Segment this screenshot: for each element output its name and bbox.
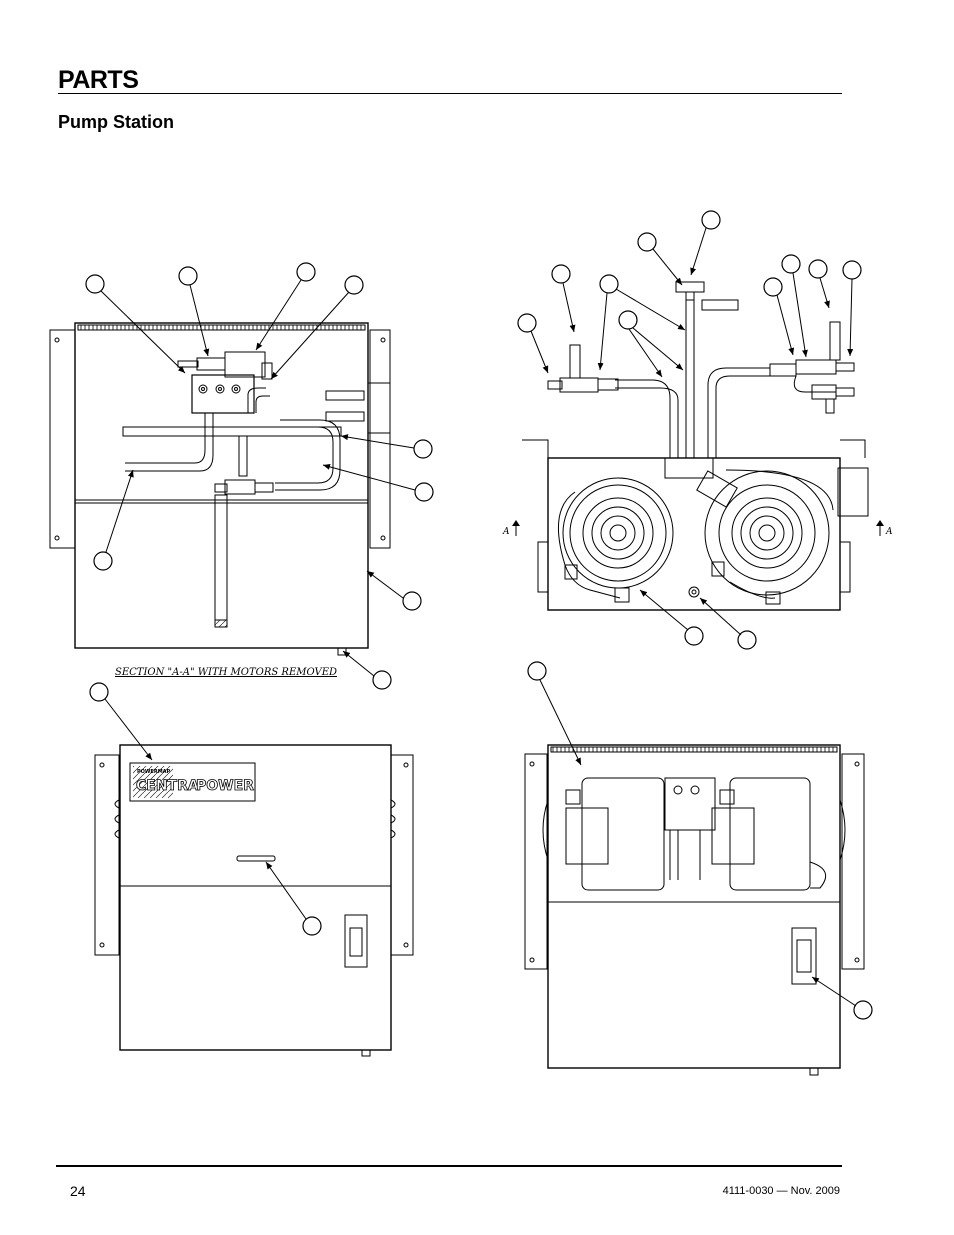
callout-balloon [637, 232, 657, 252]
callout-balloon [302, 916, 322, 936]
section-marker-left: A [502, 520, 520, 537]
callout-balloon [853, 1000, 873, 1020]
callout-balloon [763, 277, 783, 297]
callout-balloon [402, 591, 422, 611]
callout-balloon [737, 630, 757, 650]
footer-rule [56, 1165, 842, 1167]
front-view [94, 744, 414, 1057]
callout-balloon [701, 210, 721, 230]
svg-text:A: A [502, 527, 510, 537]
callout-balloon [178, 266, 198, 286]
rear-view [524, 744, 865, 1076]
callout-balloon [85, 274, 105, 294]
section-view [49, 322, 391, 656]
title-rule [58, 93, 842, 94]
section-title: PARTS [58, 66, 139, 94]
section-caption: SECTION "A-A" WITH MOTORS REMOVED [115, 667, 337, 678]
page-number: 24 [70, 1183, 86, 1199]
document-reference: 4111-0030 — Nov. 2009 [722, 1185, 840, 1197]
callout-balloon [414, 482, 434, 502]
callout-balloons [85, 210, 873, 1020]
svg-text:A: A [885, 527, 893, 537]
callout-balloon [93, 551, 113, 571]
callout-balloon [527, 661, 547, 681]
callout-balloon [618, 310, 638, 330]
callout-balloon [781, 254, 801, 274]
section-marker-right: A [876, 520, 893, 537]
page-subtitle: Pump Station [58, 112, 174, 132]
callout-balloon [517, 313, 537, 333]
callout-balloon [89, 682, 109, 702]
callout-balloon [808, 259, 828, 279]
svg-text:CENTRA: CENTRA [136, 778, 199, 794]
svg-text:POWERMAP: POWERMAP [137, 769, 171, 775]
nameplate: POWERMAP CENTRA POWER [129, 762, 256, 802]
callout-balloon [599, 274, 619, 294]
svg-text:POWER: POWER [196, 778, 254, 794]
top-view [522, 281, 869, 611]
callout-balloon [551, 264, 571, 284]
callout-balloon [684, 626, 704, 646]
callout-balloon [372, 670, 392, 690]
leader-lines [100, 227, 857, 1007]
callout-balloon [344, 275, 364, 295]
callout-balloon [296, 262, 316, 282]
callout-balloon [842, 260, 862, 280]
callout-balloon [413, 439, 433, 459]
